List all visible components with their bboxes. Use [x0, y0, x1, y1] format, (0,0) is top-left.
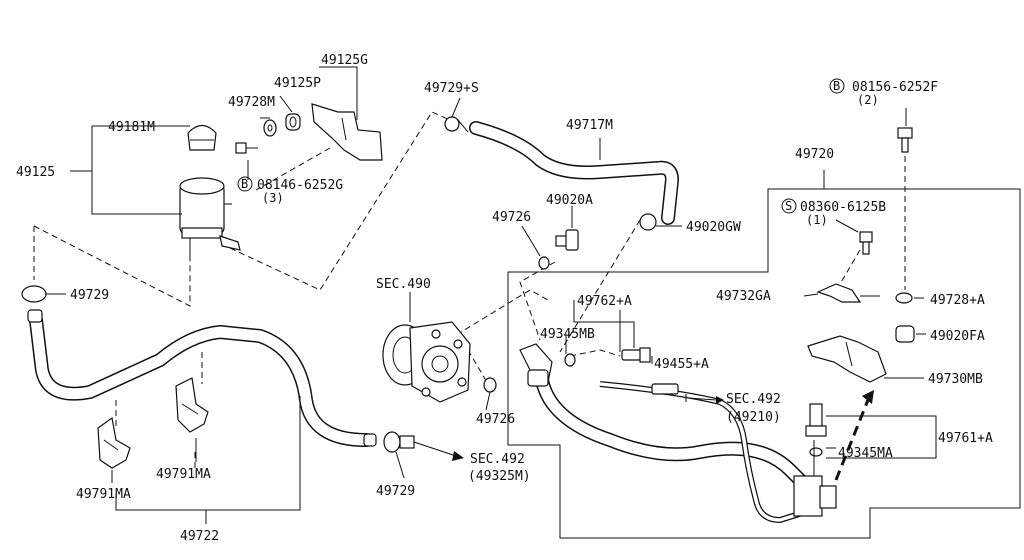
power-steering-pump [382, 321, 471, 403]
label-49345ma: 49345MA [838, 446, 893, 461]
washer-49726-bottom [483, 377, 497, 393]
label-49455: 49455+A [654, 357, 709, 372]
label-49125p: 49125P [274, 76, 321, 91]
label-49345mb: 49345MB [540, 327, 595, 342]
label-08156-6252f: 08156-6252F [852, 80, 938, 95]
reservoir-tank [179, 177, 241, 258]
arrow-head-2 [452, 451, 464, 461]
cap-49020fa [895, 325, 915, 343]
label-49125g: 49125G [321, 53, 368, 68]
arrow-up-rack [834, 399, 870, 481]
circle-b-symbol-2 [829, 78, 845, 94]
label-08156-qty: (2) [857, 93, 879, 107]
label-49729-left: 49729 [70, 288, 109, 303]
bracket-49730mb [807, 335, 887, 383]
clamp-49729-left [21, 285, 66, 303]
arrow-sec492-49325m [413, 441, 457, 457]
label-sec492-a: SEC.492 [726, 392, 781, 407]
label-sec492-b: SEC.492 [470, 452, 525, 467]
joint-49761 [805, 403, 827, 437]
circle-s-symbol [781, 198, 797, 214]
label-08146-qty: (3) [262, 191, 284, 205]
bolt-08146 [235, 142, 258, 154]
screw-08360 [859, 231, 873, 255]
label-08360-qty: (1) [806, 213, 828, 227]
label-49732ga: 49732GA [716, 289, 771, 304]
label-49729-s: 49729+S [424, 81, 479, 96]
circle-b-symbol-1 [237, 176, 253, 192]
label-sec492-a-code: (49210) [726, 410, 781, 425]
hose-49717m [469, 121, 679, 225]
arrow-head-1 [716, 396, 724, 404]
clamp-49729-bottom [383, 431, 415, 453]
oring-49345ma [809, 447, 823, 457]
circle-b-letter-1: B [241, 177, 248, 191]
clamp-49729-top [444, 116, 469, 133]
label-49020a: 49020A [546, 193, 593, 208]
arrow-sec492-49210 [687, 397, 717, 401]
bracket-49732ga [816, 283, 862, 303]
washer-49726-top [538, 256, 550, 270]
label-49762: 49762+A [577, 294, 632, 309]
label-sec492-b-code: (49325M) [468, 469, 531, 484]
circle-b-letter-2: B [833, 79, 840, 93]
label-49761: 49761+A [938, 431, 993, 446]
label-08146-6252g: 08146-6252G [257, 178, 343, 193]
label-49722: 49722 [180, 529, 219, 544]
label-sec490: SEC.490 [376, 277, 431, 292]
connector-49020a [555, 229, 579, 251]
label-49717m: 49717M [566, 118, 613, 133]
label-49728m: 49728M [228, 95, 275, 110]
label-49181m: 49181M [108, 120, 155, 135]
label-49020gw: 49020GW [686, 220, 741, 235]
reservoir-cap [187, 124, 217, 151]
grommet-49125p [285, 113, 301, 131]
label-49791ma-mid: 49791MA [156, 467, 211, 482]
pressure-hose-assembly [519, 343, 837, 523]
label-49125: 49125 [16, 165, 55, 180]
label-49020fa: 49020FA [930, 329, 985, 344]
assembly-frame [507, 188, 1021, 539]
bolt-08156 [897, 127, 913, 153]
label-49791ma-left: 49791MA [76, 487, 131, 502]
label-49730mb: 49730MB [928, 372, 983, 387]
washer-49728m [263, 119, 277, 137]
label-08360-6125b: 08360-6125B [800, 200, 886, 215]
arrow-head-3 [862, 390, 874, 404]
clip-49791ma-left [97, 416, 131, 469]
oring-49345mb [564, 353, 576, 367]
clip-49791ma-mid [175, 377, 209, 433]
sensor-49762 [621, 347, 651, 363]
bracket-49125g [311, 103, 383, 161]
label-49729-bottom: 49729 [376, 484, 415, 499]
label-49726-top: 49726 [492, 210, 531, 225]
label-49720: 49720 [795, 147, 834, 162]
hose-49722 [27, 309, 377, 447]
clamp-49020gw [639, 213, 682, 231]
label-49726-bottom: 49726 [476, 412, 515, 427]
grommet-49728a [895, 292, 913, 304]
label-49728a: 49728+A [930, 293, 985, 308]
pressure-switch-49455 [651, 383, 679, 395]
circle-s-letter: S [785, 199, 792, 213]
